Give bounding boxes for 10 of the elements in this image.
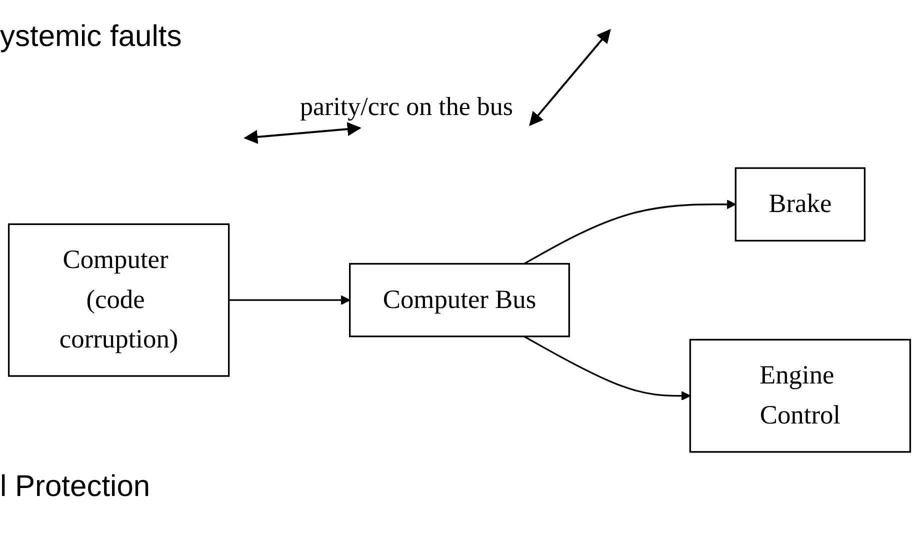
node-box: Computer (code corruption)	[8, 223, 230, 377]
arrow	[228, 295, 350, 305]
heading-text: l Protection	[0, 470, 150, 504]
arrow	[524, 200, 736, 265]
annotation-text: parity/crc on the bus	[300, 92, 513, 122]
heading-text: ystemic faults	[0, 20, 182, 54]
node-box: Brake	[734, 167, 866, 242]
node-box: Computer Bus	[349, 262, 570, 338]
node-box: Engine Control	[689, 338, 912, 453]
arrow	[524, 336, 691, 401]
